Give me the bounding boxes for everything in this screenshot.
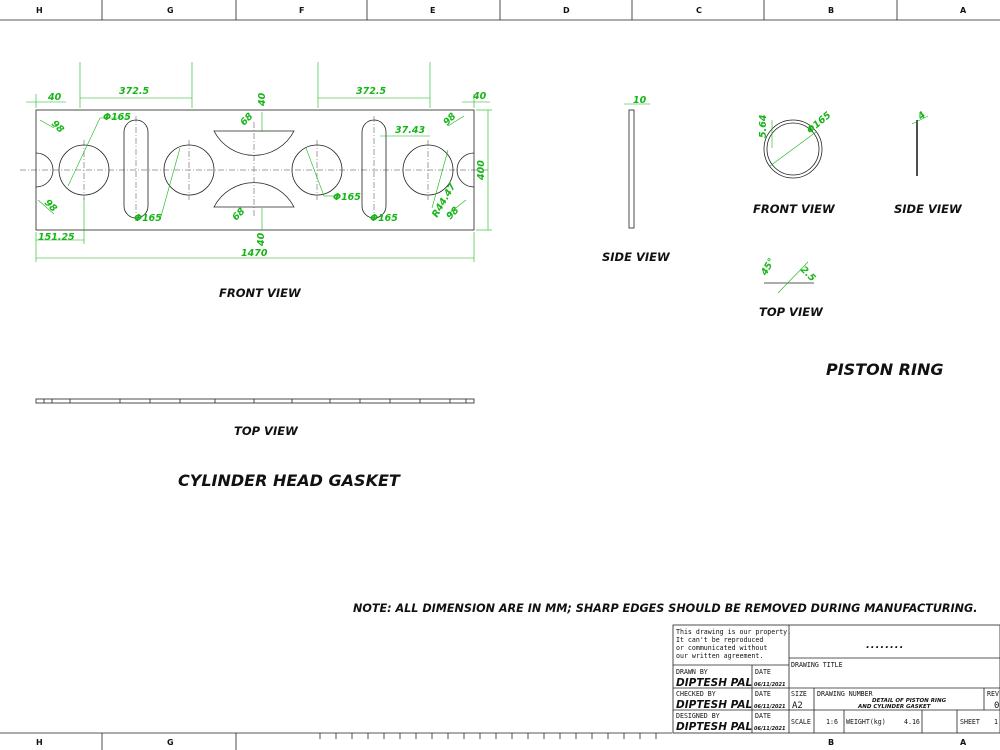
drawn-by-value: DIPTESH PAL xyxy=(676,677,752,689)
scale-value: 1:6 xyxy=(826,718,838,726)
manufacturing-note: NOTE: ALL DIMENSION ARE IN MM; SHARP EDG… xyxy=(353,602,977,615)
drawing-title-label: DRAWING TITLE xyxy=(791,661,843,669)
piston-side-view-left: 10 xyxy=(624,95,650,229)
designed-by-value: DIPTESH PAL xyxy=(676,721,752,733)
date-value-1: 06/11/2021 xyxy=(754,682,785,688)
piston-front-view: 5.64 Φ165 xyxy=(758,110,834,179)
date-label-1: DATE xyxy=(755,668,771,676)
zone-h: H xyxy=(36,6,43,15)
zone-g-bottom: G xyxy=(167,738,174,747)
dim-10: 10 xyxy=(633,95,647,106)
dim-98-bottom-left: 98 xyxy=(42,197,59,214)
dim-40-left: 40 xyxy=(47,92,62,103)
dim-372-5-left: 372.5 xyxy=(119,86,149,97)
drawn-by-label: DRAWN BY xyxy=(676,668,708,676)
gasket-dimensions: 40 372.5 372.5 40 98 Φ165 40 68 98 37.43… xyxy=(26,62,492,262)
piston-title: PISTON RING xyxy=(826,360,943,379)
date-value-3: 06/11/2021 xyxy=(754,726,785,732)
date-label-3: DATE xyxy=(755,712,771,720)
property-line-1: This drawing is our property. xyxy=(676,628,791,636)
date-value-2: 06/11/2021 xyxy=(754,704,785,710)
dim-151-25: 151.25 xyxy=(38,232,75,243)
border-bottom: H G B A xyxy=(0,732,967,750)
piston-side-view-left-label: SIDE VIEW xyxy=(602,250,671,264)
rev-value: 0 xyxy=(994,701,999,711)
dim-400: 400 xyxy=(476,160,487,181)
dim-phi165-top: Φ165 xyxy=(103,112,131,123)
dim-2-5: 2.5 xyxy=(798,264,818,284)
property-line-4: our written agreement. xyxy=(676,652,763,660)
scale-label: SCALE xyxy=(791,718,811,726)
designed-by-label: DESIGNED BY xyxy=(676,712,720,720)
zone-e: E xyxy=(430,6,435,15)
title-block: This drawing is our property. It can't b… xyxy=(672,624,1000,734)
zone-c: C xyxy=(696,6,702,15)
dim-40-right: 40 xyxy=(472,91,487,102)
piston-side-view-right: 4 xyxy=(911,109,928,176)
zone-a: A xyxy=(960,6,967,15)
zone-d: D xyxy=(563,6,570,15)
dim-phi165-slot-left: Φ165 xyxy=(134,213,162,224)
weight-label: WEIGHT(kg) xyxy=(846,718,886,726)
piston-top-view: 45° 2.5 xyxy=(759,256,818,294)
dim-372-5-right: 372.5 xyxy=(356,86,386,97)
gasket-front-view xyxy=(20,109,490,231)
date-label-2: DATE xyxy=(755,690,771,698)
size-value: A2 xyxy=(792,701,803,711)
gasket-top-view-label: TOP VIEW xyxy=(234,424,299,438)
dim-98-bottom-right: 98 xyxy=(444,205,461,222)
size-label: SIZE xyxy=(791,690,807,698)
gasket-top-view xyxy=(35,398,475,404)
weight-value: 4.16 xyxy=(904,718,920,726)
zone-b: B xyxy=(828,6,834,15)
property-line-2: It can't be reproduced xyxy=(676,636,763,644)
dim-45-deg: 45° xyxy=(759,256,778,278)
piston-side-view-right-label: SIDE VIEW xyxy=(894,202,963,216)
dim-phi165-ring: Φ165 xyxy=(805,110,834,137)
sheet-value: 1 xyxy=(994,718,998,726)
zone-g: G xyxy=(167,6,174,15)
gasket-title: CYLINDER HEAD GASKET xyxy=(178,471,401,490)
piston-top-view-label: TOP VIEW xyxy=(759,305,824,319)
checked-by-value: DIPTESH PAL xyxy=(676,699,752,711)
property-line-3: or communicated without xyxy=(676,644,767,652)
border-top: H G F E D C B A xyxy=(0,0,1000,21)
zone-a-bottom: A xyxy=(960,738,967,747)
dim-98-top-left: 98 xyxy=(49,118,66,135)
zone-h-bottom: H xyxy=(36,738,43,747)
dim-98-top-right: 98 xyxy=(441,111,458,128)
dim-68-bottom: 68 xyxy=(230,206,247,223)
dim-40-bottom-mid: 40 xyxy=(256,232,267,247)
gasket-front-view-label: FRONT VIEW xyxy=(219,286,302,300)
rev-label: REV xyxy=(987,690,999,698)
piston-front-view-label: FRONT VIEW xyxy=(753,202,836,216)
drawing-number-line-2: AND CYLINDER GASKET xyxy=(857,704,932,710)
drawing-number-label: DRAWING NUMBER xyxy=(817,690,873,698)
drawing-number-line-1: DETAIL OF PISTON RING xyxy=(872,698,947,704)
dim-1470: 1470 xyxy=(241,248,268,259)
zone-f: F xyxy=(299,6,304,15)
zone-b-bottom: B xyxy=(828,738,834,747)
dim-37-43: 37.43 xyxy=(395,125,425,136)
dim-phi165-slot-right: Φ165 xyxy=(370,213,398,224)
dim-68-top: 68 xyxy=(238,111,255,128)
dim-40-top-mid: 40 xyxy=(257,92,268,107)
title-placeholder-dots: ........ xyxy=(866,640,904,651)
dim-5-64: 5.64 xyxy=(758,114,769,138)
dim-phi165-mid: Φ165 xyxy=(333,192,361,203)
sheet-label: SHEET xyxy=(960,718,980,726)
checked-by-label: CHECKED BY xyxy=(676,690,716,698)
